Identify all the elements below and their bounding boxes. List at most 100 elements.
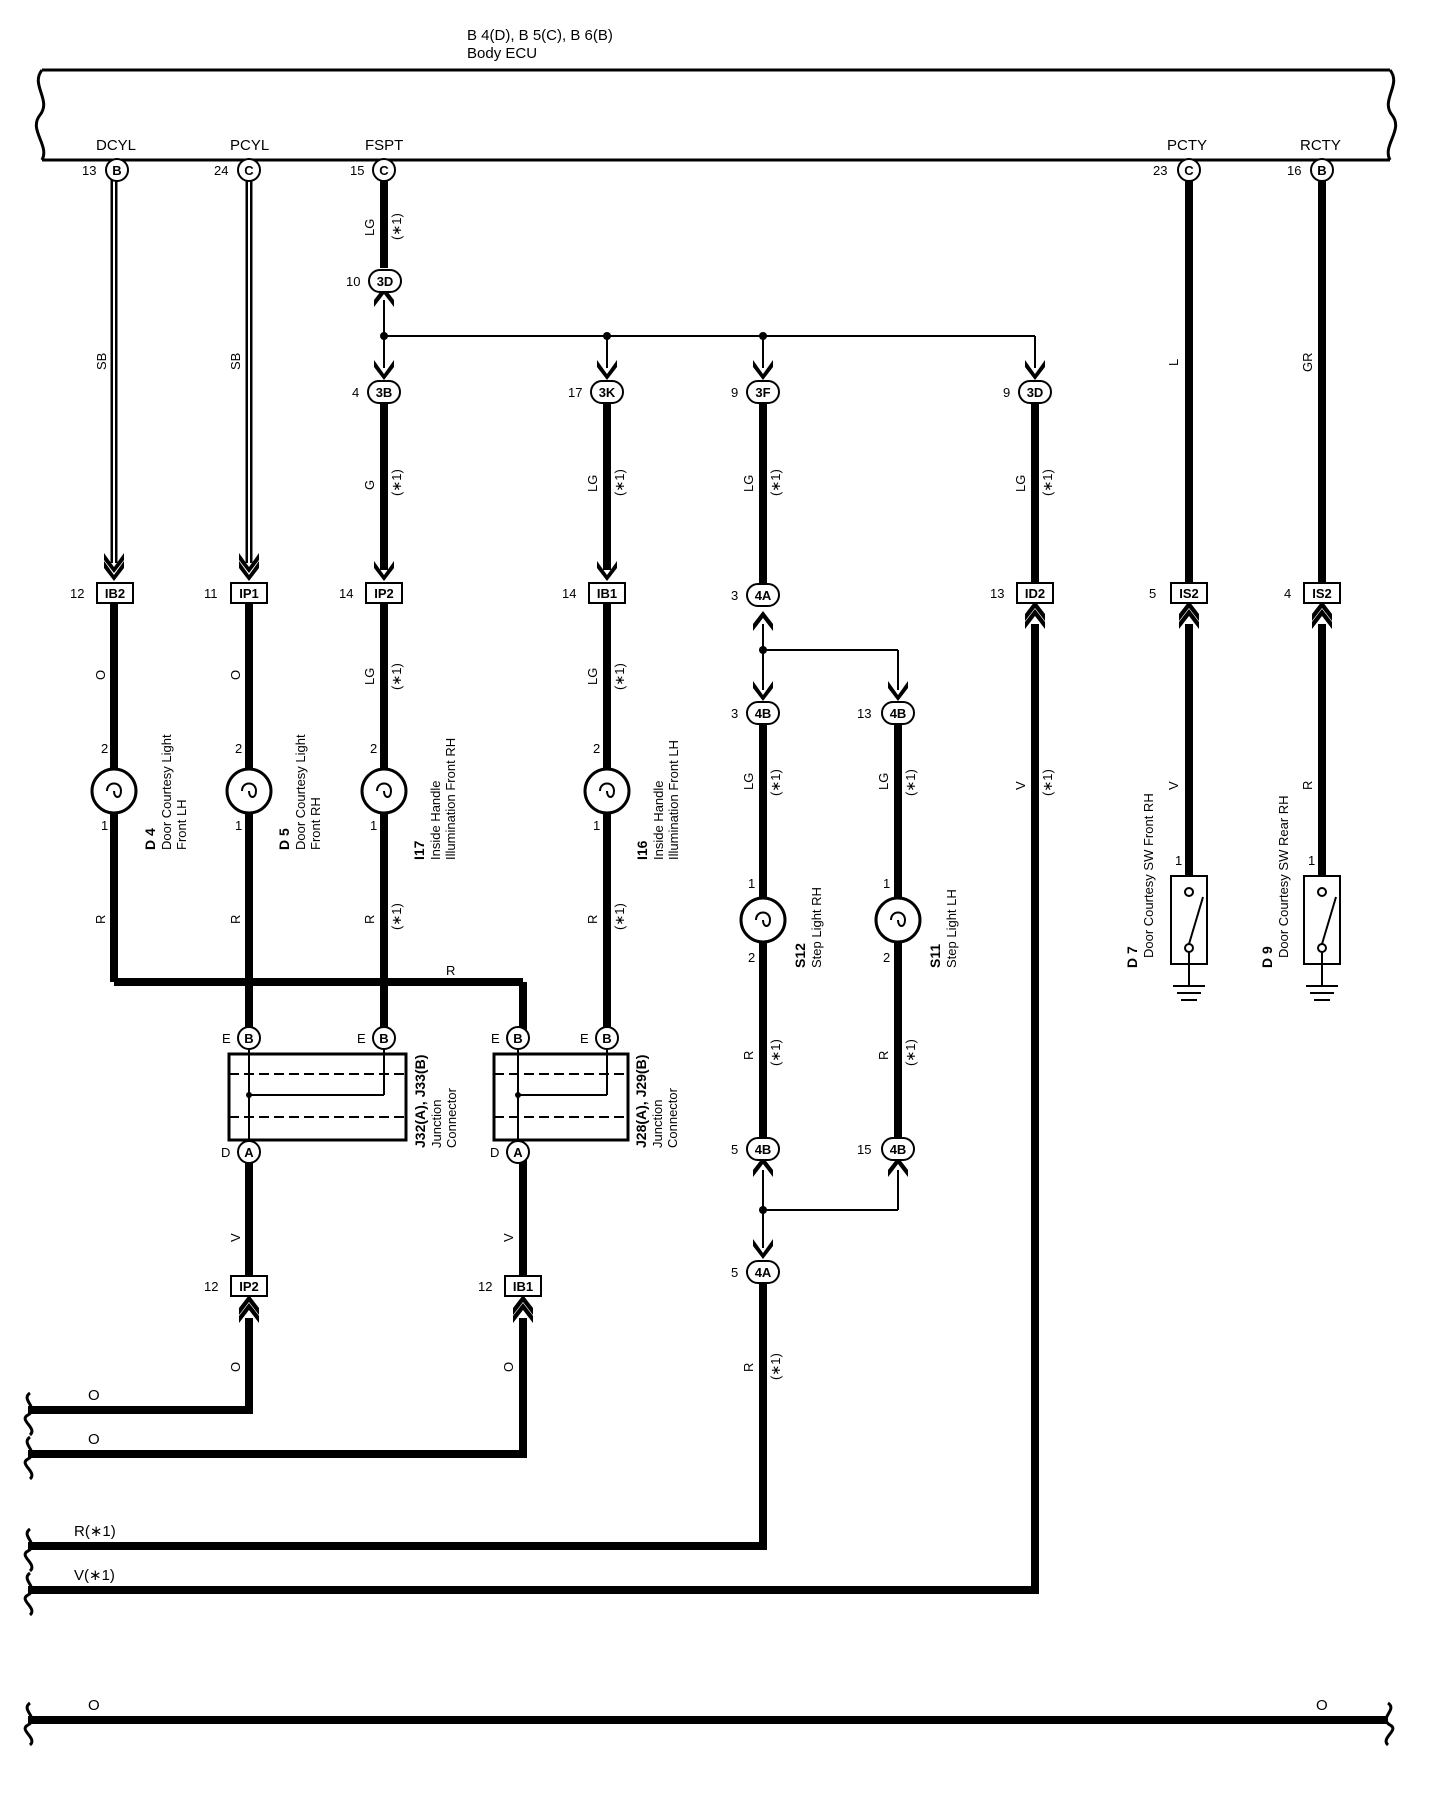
connector-4b-4-label: 4B — [890, 1142, 907, 1157]
ecu-pin-rcty: B 16 — [1287, 158, 1334, 182]
connector-ip1: IP1 11 — [204, 582, 268, 604]
j28-pin-d: D — [490, 1145, 499, 1160]
connector-3d-pin: 9 — [1003, 385, 1010, 400]
junction-connector-j32: B E B E A D — [221, 1026, 408, 1164]
wire-label-gr: GR — [1300, 353, 1315, 373]
wire-note-r-s11: (∗1) — [903, 1039, 918, 1066]
connector-ip1-pin: 11 — [204, 586, 218, 601]
s12-code: S12 — [792, 943, 808, 968]
terminal-dcyl-name: DCYL — [96, 137, 136, 154]
connector-3d: 3D 9 — [1003, 380, 1052, 404]
lamp-s11-pin-top: 1 — [883, 876, 890, 891]
j32-line2: Connector — [444, 1087, 459, 1148]
lamp-s11: 1 2 — [874, 876, 922, 965]
j32-pin-e1-conn: B — [244, 1031, 253, 1046]
lamp-i16: 2 1 — [583, 741, 631, 833]
bus-label-v1: V(∗1) — [74, 1567, 115, 1584]
connector-3d-top-pin: 10 — [346, 274, 360, 289]
connector-4b-1: 4B 3 — [731, 701, 780, 725]
wire-label-r-d9: R — [1300, 781, 1315, 790]
wire-label-r-d4: R — [93, 915, 108, 924]
connector-ip1-label: IP1 — [239, 586, 259, 601]
i17-line1: Inside Handle — [428, 781, 443, 861]
ecu-pin-dcyl: B 13 — [82, 158, 129, 182]
d9-code: D 9 — [1259, 946, 1275, 968]
connector-4b-4: 4B 15 — [857, 1137, 915, 1161]
j28-code: J28(A), J29(B) — [633, 1055, 649, 1148]
connector-ib2-pin: 12 — [70, 586, 84, 601]
i17-line2: Illumination Front RH — [443, 738, 458, 860]
wire-note-fspt: (∗1) — [389, 213, 404, 240]
connector-ip2-bottom-pin: 12 — [204, 1279, 218, 1294]
component-labels: D 4 Door Courtesy Light Front LH D 5 Doo… — [142, 734, 1291, 1148]
d9-line1: Door Courtesy SW Rear RH — [1276, 795, 1291, 958]
connector-4b-2-pin: 13 — [857, 706, 871, 721]
connector-id2: ID2 13 — [990, 582, 1054, 604]
connector-ib1-bottom-label: IB1 — [513, 1279, 533, 1294]
wire-note-ip2: (∗1) — [389, 663, 404, 690]
d4-line2: Front LH — [174, 799, 189, 850]
j32-code: J32(A), J33(B) — [412, 1055, 428, 1148]
j28-pin-d-conn: A — [513, 1145, 523, 1160]
bus-label-o-right: O — [1316, 1697, 1328, 1714]
wire-note-3d: (∗1) — [1040, 469, 1055, 496]
wire-label-lg-s11: LG — [876, 773, 891, 790]
ecu-pin-rcty-number: 16 — [1287, 163, 1301, 178]
connector-ib1-label: IB1 — [597, 586, 617, 601]
wire-label-v-id2: V — [1013, 781, 1028, 790]
wire-color-labels: SB SB LG (∗1) G (∗1) LG (∗1) LG (∗1) LG … — [93, 213, 1315, 1380]
lamp-d5-pin-top: 2 — [235, 741, 242, 756]
connector-3b-label: 3B — [376, 385, 393, 400]
bus-label-r1: R(∗1) — [74, 1523, 116, 1540]
d7-line1: Door Courtesy SW Front RH — [1141, 793, 1156, 958]
j28-pin-e2-conn: B — [602, 1031, 611, 1046]
connector-ib2-label: IB2 — [105, 586, 125, 601]
wire-label-l: L — [1166, 359, 1181, 366]
j28-pin-e1-conn: B — [513, 1031, 522, 1046]
d4-line1: Door Courtesy Light — [159, 734, 174, 850]
connector-4b-4-pin: 15 — [857, 1142, 871, 1157]
connector-4b-2-label: 4B — [890, 706, 907, 721]
s11-code: S11 — [927, 944, 943, 968]
connector-4b-3-pin: 5 — [731, 1142, 738, 1157]
lamp-s12-pin-top: 1 — [748, 876, 755, 891]
wire-label-r-i17: R — [362, 915, 377, 924]
lamp-i16-pin-top: 2 — [593, 741, 600, 756]
lamp-i17: 2 1 — [360, 741, 408, 833]
connector-is2-a-label: IS2 — [1179, 586, 1199, 601]
connector-ip2: IP2 14 — [339, 582, 403, 604]
terminal-pcyl-name: PCYL — [230, 137, 269, 154]
connector-3b-pin: 4 — [352, 385, 359, 400]
d4-code: D 4 — [142, 828, 158, 850]
connector-id2-pin: 13 — [990, 586, 1004, 601]
d5-line1: Door Courtesy Light — [293, 734, 308, 850]
wire-note-3k: (∗1) — [612, 469, 627, 496]
connector-is2-b-label: IS2 — [1312, 586, 1332, 601]
wire-note-r-i16: (∗1) — [612, 903, 627, 930]
ecu-pin-pcyl-conn: C — [244, 163, 254, 178]
wire-label-r-4a: R — [741, 1363, 756, 1372]
connector-ib1-bottom-pin: 12 — [478, 1279, 492, 1294]
j28-line2: Connector — [665, 1087, 680, 1148]
ecu-code: B 4(D), B 5(C), B 6(B) — [467, 27, 613, 44]
connector-3d-label: 3D — [1027, 385, 1044, 400]
lamp-s12: 1 2 — [739, 876, 787, 965]
lamp-i16-pin-bottom: 1 — [593, 818, 600, 833]
ecu-pin-pcty: C 23 — [1153, 158, 1201, 182]
wires — [28, 180, 1388, 1724]
connector-ip2-bottom: IP2 12 — [204, 1275, 268, 1297]
wire-label-lg-3d: LG — [1013, 475, 1028, 492]
wire-label-v-j32: V — [228, 1233, 243, 1242]
connector-is2-a: IS2 5 — [1149, 582, 1208, 604]
bus-labels: O O R(∗1) V(∗1) O O — [74, 1387, 1328, 1714]
connector-3d-top: 3D 10 — [346, 269, 402, 293]
terminal-fspt-name: FSPT — [365, 137, 403, 154]
connector-3f-label: 3F — [755, 385, 770, 400]
lamp-i17-pin-bottom: 1 — [370, 818, 377, 833]
ecu-pin-pcyl-number: 24 — [214, 163, 228, 178]
wire-note-v-id2: (∗1) — [1040, 769, 1055, 796]
lamp-d4-pin-bottom: 1 — [101, 818, 108, 833]
wire-note-r-i17: (∗1) — [389, 903, 404, 930]
wire-label-v-j28: V — [501, 1233, 516, 1242]
wire-label-sb-1: SB — [94, 353, 109, 370]
